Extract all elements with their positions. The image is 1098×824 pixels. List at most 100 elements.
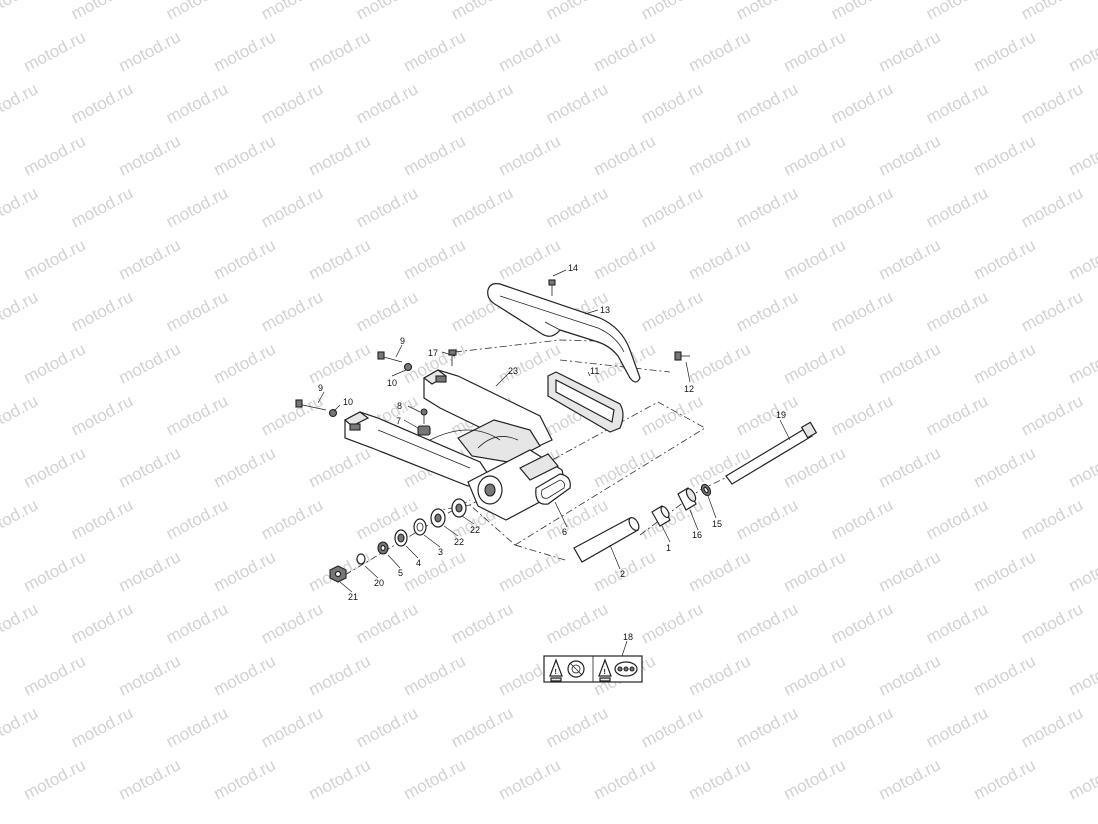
watermark-text: motod.ru bbox=[1018, 0, 1086, 24]
watermark-text: motod.ru bbox=[638, 183, 706, 231]
watermark-text: motod.ru bbox=[733, 495, 801, 543]
watermark-text: motod.ru bbox=[828, 391, 896, 439]
callout-2: 2 bbox=[620, 569, 625, 579]
watermark-text: motod.ru bbox=[495, 547, 563, 595]
watermark-text: motod.ru bbox=[1018, 183, 1086, 231]
callout-22a: 22 bbox=[470, 525, 480, 535]
watermark-text: motod.ru bbox=[0, 495, 41, 543]
watermark-text: motod.ru bbox=[0, 703, 41, 751]
watermark-text: motod.ru bbox=[828, 0, 896, 24]
watermark-text: motod.ru bbox=[210, 443, 278, 491]
watermark-text: motod.ru bbox=[828, 599, 896, 647]
watermark-text: motod.ru bbox=[20, 547, 88, 595]
watermark-text: motod.ru bbox=[1065, 235, 1098, 283]
watermark-text: motod.ru bbox=[115, 131, 183, 179]
watermark-text: motod.ru bbox=[115, 27, 183, 75]
watermark-text: motod.ru bbox=[400, 547, 468, 595]
watermark-text: motod.ru bbox=[20, 651, 88, 699]
watermark-text: motod.ru bbox=[685, 755, 753, 803]
watermark-text: motod.ru bbox=[685, 339, 753, 387]
watermark-text: motod.ru bbox=[685, 131, 753, 179]
callout-4: 4 bbox=[416, 558, 421, 568]
watermark-text: motod.ru bbox=[163, 703, 231, 751]
watermark-text: motod.ru bbox=[638, 79, 706, 127]
watermark-text: motod.ru bbox=[400, 131, 468, 179]
watermark-text: motod.ru bbox=[448, 703, 516, 751]
watermark-text: motod.ru bbox=[258, 495, 326, 543]
swingarm bbox=[343, 369, 567, 521]
callout-10a: 10 bbox=[387, 378, 397, 388]
screw-12 bbox=[674, 351, 690, 361]
watermark-text: motod.ru bbox=[638, 0, 706, 24]
watermark-text: motod.ru bbox=[590, 235, 658, 283]
callout-10b: 10 bbox=[343, 397, 353, 407]
watermark-text: motod.ru bbox=[210, 755, 278, 803]
watermark-text: motod.ru bbox=[590, 755, 658, 803]
callout-13: 13 bbox=[600, 305, 610, 315]
warning-triangle-icon-1: ! bbox=[549, 658, 563, 682]
watermark-text: motod.ru bbox=[875, 547, 943, 595]
callout-15: 15 bbox=[712, 519, 722, 529]
watermark-text: motod.ru bbox=[115, 651, 183, 699]
watermark-text: motod.ru bbox=[20, 755, 88, 803]
callout-1: 1 bbox=[666, 543, 671, 553]
washer-4 bbox=[394, 529, 408, 547]
watermark-text: motod.ru bbox=[875, 27, 943, 75]
watermark-text: motod.ru bbox=[780, 443, 848, 491]
watermark-text: motod.ru bbox=[923, 495, 991, 543]
watermark-text: motod.ru bbox=[780, 339, 848, 387]
watermark-text: motod.ru bbox=[590, 443, 658, 491]
watermark-text: motod.ru bbox=[828, 79, 896, 127]
svg-text:!: ! bbox=[555, 669, 557, 676]
watermark-text: motod.ru bbox=[495, 755, 563, 803]
watermark-text: motod.ru bbox=[0, 599, 41, 647]
watermark-text: motod.ru bbox=[970, 547, 1038, 595]
watermark-text: motod.ru bbox=[590, 27, 658, 75]
watermark-text: motod.ru bbox=[353, 183, 421, 231]
watermark-text: motod.ru bbox=[163, 79, 231, 127]
watermark-text: motod.ru bbox=[495, 27, 563, 75]
watermark-text: motod.ru bbox=[68, 183, 136, 231]
watermark-text: motod.ru bbox=[495, 131, 563, 179]
callout-21: 21 bbox=[348, 592, 358, 602]
collar-5 bbox=[377, 541, 389, 555]
bushing-1 bbox=[651, 505, 671, 527]
watermark-text: motod.ru bbox=[780, 755, 848, 803]
watermark-text: motod.ru bbox=[210, 339, 278, 387]
watermark-text: motod.ru bbox=[258, 79, 326, 127]
watermark-text: motod.ru bbox=[163, 599, 231, 647]
washer-20 bbox=[356, 553, 366, 565]
watermark-text: motod.ru bbox=[305, 27, 373, 75]
watermark-text: motod.ru bbox=[68, 391, 136, 439]
watermark-text: motod.ru bbox=[0, 0, 41, 24]
watermark-text: motod.ru bbox=[305, 339, 373, 387]
watermark-text: motod.ru bbox=[828, 703, 896, 751]
watermark-text: motod.ru bbox=[543, 183, 611, 231]
callout-8: 8 bbox=[397, 401, 402, 411]
watermark-text: motod.ru bbox=[1065, 755, 1098, 803]
watermark-text: motod.ru bbox=[400, 651, 468, 699]
watermark-text: motod.ru bbox=[68, 495, 136, 543]
watermark-text: motod.ru bbox=[685, 547, 753, 595]
watermark-text: motod.ru bbox=[258, 599, 326, 647]
watermark-text: motod.ru bbox=[638, 391, 706, 439]
watermark-text: motod.ru bbox=[353, 495, 421, 543]
watermark-text: motod.ru bbox=[400, 755, 468, 803]
watermark-text: motod.ru bbox=[115, 235, 183, 283]
watermark-text: motod.ru bbox=[353, 287, 421, 335]
leader-lines bbox=[317, 269, 791, 657]
watermark-text: motod.ru bbox=[543, 703, 611, 751]
watermark-text: motod.ru bbox=[163, 287, 231, 335]
watermark-text: motod.ru bbox=[780, 651, 848, 699]
callout-16: 16 bbox=[692, 530, 702, 540]
callout-9a: 9 bbox=[400, 336, 405, 346]
watermark-text: motod.ru bbox=[400, 27, 468, 75]
watermark-text: motod.ru bbox=[210, 235, 278, 283]
watermark-text: motod.ru bbox=[780, 547, 848, 595]
watermark-text: motod.ru bbox=[1065, 443, 1098, 491]
bolt-9-upper bbox=[377, 351, 403, 363]
chain-slider bbox=[547, 371, 624, 433]
bolt-9-lower bbox=[295, 399, 327, 411]
watermark-text: motod.ru bbox=[163, 495, 231, 543]
